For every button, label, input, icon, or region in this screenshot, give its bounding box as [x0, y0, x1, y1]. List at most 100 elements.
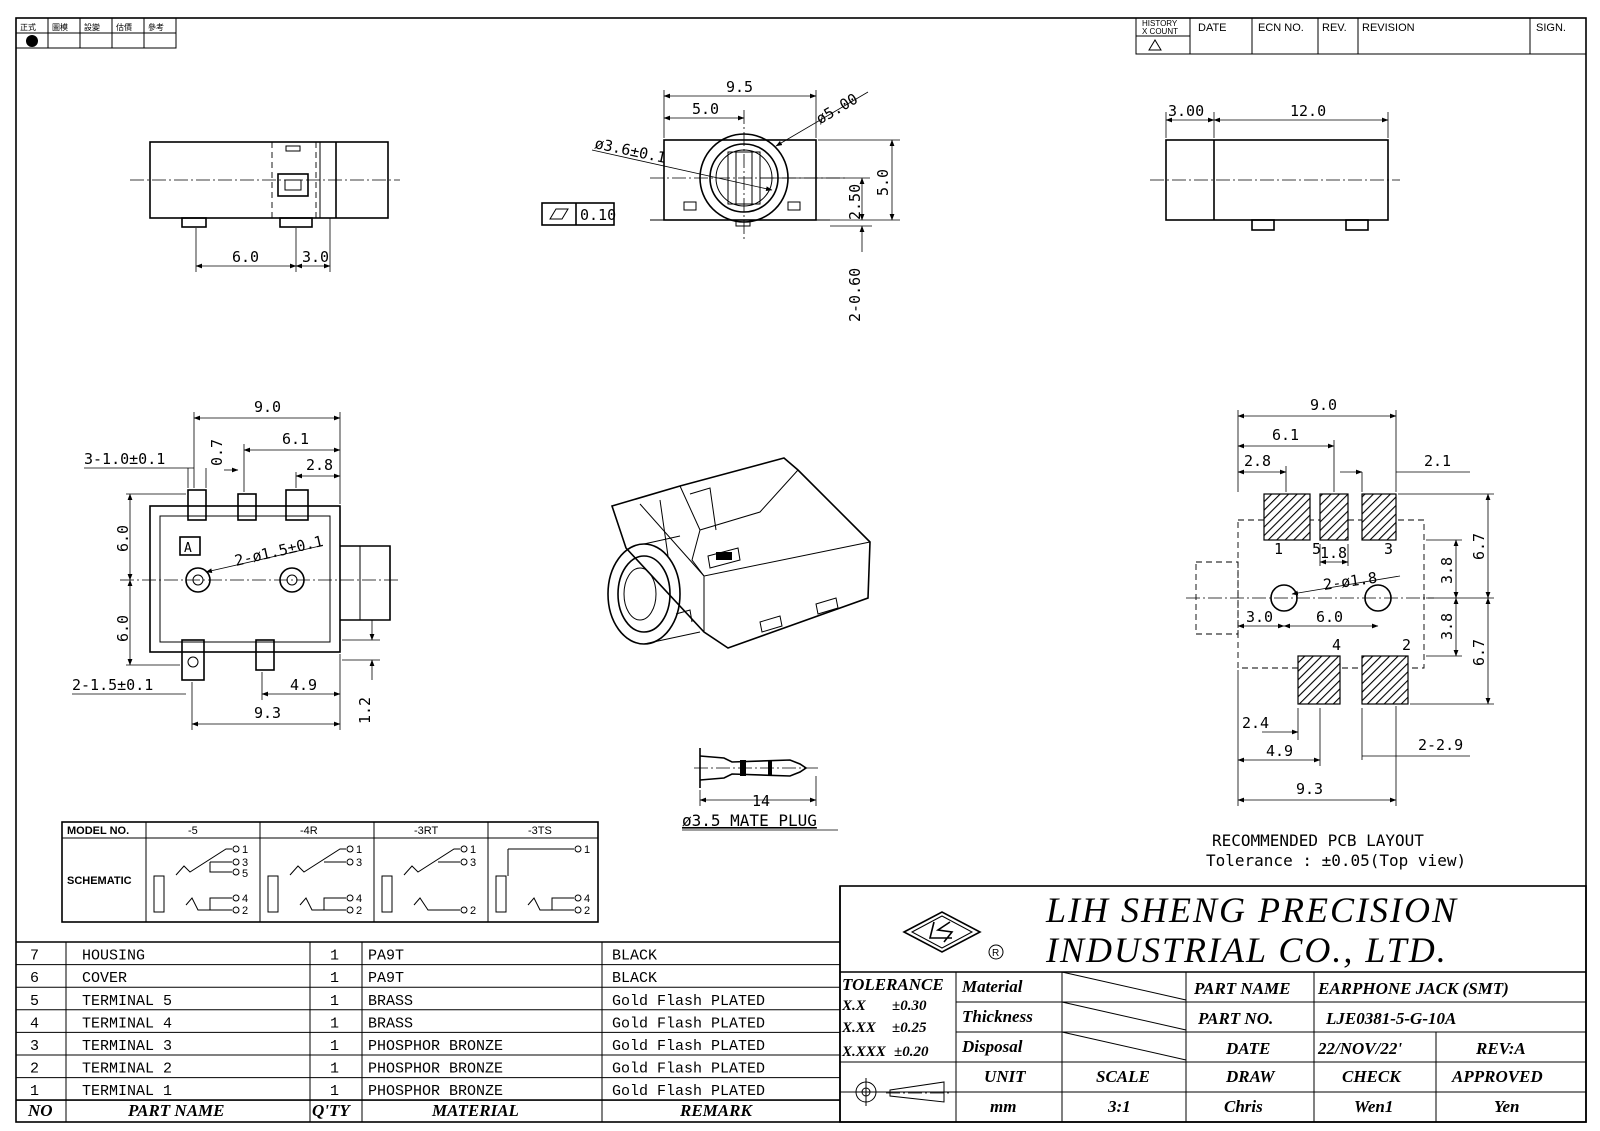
pcb-dim-1-8: 1.8: [1320, 544, 1347, 562]
model-3rt: -3RT: [414, 825, 439, 837]
bom-cell: Gold Flash PLATED: [612, 1083, 765, 1100]
top-dim-2-1-5: 2-1.5±0.1: [72, 676, 153, 694]
sch-3ts-pin-c: 2: [584, 905, 590, 917]
title-block: R LIH SHENG PRECISION INDUSTRIAL CO., LT…: [839, 885, 1587, 1123]
pcb-tolerance: Tolerance : ±0.05(Top view): [1206, 851, 1466, 870]
bom-cell: TERMINAL 5: [82, 993, 172, 1010]
pcb-pad-5: [1319, 493, 1349, 541]
top-dim-4-9: 4.9: [290, 676, 317, 694]
pcb-dim-3-8-upper: 3.8: [1438, 557, 1456, 584]
bom-cell: TERMINAL 4: [82, 1015, 172, 1032]
bom-cell: PA9T: [368, 948, 404, 965]
bom-cell: 1: [330, 970, 339, 987]
bom-cell: TERMINAL 1: [82, 1083, 172, 1100]
end-dim-dia5: ø5.00: [813, 90, 861, 128]
stamp-cell-3: 估價: [116, 22, 132, 32]
approved-value: Yen: [1494, 1097, 1520, 1116]
bom-cell: HOUSING: [82, 948, 145, 965]
date-label: DATE: [1225, 1039, 1270, 1058]
sch-5-pin-a: 1: [242, 844, 248, 856]
draw-value: Chris: [1224, 1097, 1263, 1116]
bom-cell: PHOSPHOR BRONZE: [368, 1038, 503, 1055]
end-view: 9.5 5.0 ø5.00 ø3.6±0.1 5.0 2.50 2-0.60 0…: [541, 78, 900, 322]
pcb-dim-2-4: 2.4: [1242, 714, 1269, 732]
date-value: 22/NOV/22': [1317, 1039, 1402, 1058]
stamp-cell-1: 圖模: [52, 22, 68, 32]
stamp-cell-4: 參考: [148, 22, 164, 32]
revision-header: HISTORY X COUNT DATE ECN NO. REV. REVISI…: [1135, 17, 1587, 55]
part-name-value: EARPHONE JACK (SMT): [1317, 979, 1509, 998]
schematic-table: MODEL NO. SCHEMATIC -5 -4R -3RT -3TS 1 3…: [61, 821, 599, 923]
company-name-line2: INDUSTRIAL CO., LTD.: [1045, 930, 1448, 970]
corner-stamp: 正式 圖模 設變 估價 參考: [15, 17, 177, 49]
model-no-label: MODEL NO.: [67, 825, 129, 837]
history-label: HISTORY: [1142, 19, 1178, 28]
end-dim-2-0-6: 2-0.60: [846, 268, 864, 322]
bom-cell: 1: [330, 1015, 339, 1032]
revision-label: REVISION: [1362, 22, 1415, 34]
company-logo-icon: [902, 911, 982, 953]
pcb-pad-4: [1297, 655, 1341, 705]
sch-3rt-pin-c: 2: [470, 905, 476, 917]
part-name-label: PART NAME: [1193, 979, 1291, 998]
model-4r: -4R: [300, 825, 318, 837]
bom-cell: BRASS: [368, 993, 413, 1010]
bom-cell: 2: [30, 1061, 39, 1078]
check-label: CHECK: [1342, 1067, 1402, 1086]
pcb-dim-6-7-lower: 6.7: [1470, 639, 1488, 666]
bom-cell: 1: [330, 1061, 339, 1078]
tol-xxx-value: ±0.25: [892, 1020, 927, 1036]
pcb-dim-6-7-upper: 6.7: [1470, 533, 1488, 560]
sch-3ts-pin-b: 4: [584, 893, 590, 905]
tol-xxxx-value: ±0.20: [894, 1044, 929, 1060]
sch-4r-pin-d: 2: [356, 905, 362, 917]
bom-cell: 1: [330, 1038, 339, 1055]
sch-3ts-pin-a: 1: [584, 844, 590, 856]
pcb-dim-3-8-lower: 3.8: [1438, 613, 1456, 640]
pcb-pin-2: 2: [1402, 636, 1411, 654]
bom-cell: 1: [330, 993, 339, 1010]
bom-cell: COVER: [82, 970, 127, 987]
pcb-dim-9: 9.0: [1310, 396, 1337, 414]
sch-5-pin-e: 2: [242, 905, 248, 917]
company-name-line1: LIH SHENG PRECISION: [1045, 890, 1458, 930]
material-label: Material: [961, 977, 1023, 996]
ecn-label: ECN NO.: [1258, 22, 1304, 34]
side-dim-12: 12.0: [1290, 102, 1326, 120]
model-5: -5: [188, 825, 198, 837]
part-no-value: LJE0381-5-G-10A: [1325, 1009, 1456, 1028]
bom-cell: PHOSPHOR BRONZE: [368, 1061, 503, 1078]
bom-cell: 4: [30, 1015, 39, 1032]
top-dim-3-1-0: 3-1.0±0.1: [84, 450, 165, 468]
top-dim-0-7: 0.7: [208, 439, 226, 466]
bom-cell: 1: [30, 1083, 39, 1100]
stamp-cell-2: 設變: [84, 22, 100, 32]
pcb-dim-2-2-9: 2-2.9: [1418, 736, 1463, 754]
pcb-dim-2-1: 2.1: [1424, 452, 1451, 470]
bom-cell: Gold Flash PLATED: [612, 1061, 765, 1078]
sheet-border: [15, 17, 1587, 1123]
unit-value: mm: [990, 1097, 1016, 1116]
bom-cell: Gold Flash PLATED: [612, 1038, 765, 1055]
orientation-mark: A: [184, 541, 192, 556]
top-dim-6-1: 6.1: [282, 430, 309, 448]
side-view: 3.00 12.0: [1150, 102, 1400, 231]
tol-xx-value: ±0.30: [892, 998, 927, 1014]
pcb-title: RECOMMENDED PCB LAYOUT: [1212, 831, 1424, 850]
svg-text:R: R: [992, 948, 999, 959]
pcb-dim-2-8: 2.8: [1244, 452, 1271, 470]
top-dim-2-8: 2.8: [306, 456, 333, 474]
mate-plug: 14 ø3.5 MATE PLUG: [682, 748, 838, 831]
bom-cell: BLACK: [612, 970, 657, 987]
bom-header-part-name: PART NAME: [127, 1101, 225, 1120]
bom-header-qty: Q'TY: [312, 1101, 351, 1120]
plug-caption: ø3.5 MATE PLUG: [682, 811, 817, 830]
pcb-pad-2: [1361, 655, 1409, 705]
bom-cell: BLACK: [612, 948, 657, 965]
approved-label: APPROVED: [1451, 1067, 1543, 1086]
pcb-dim-6-1: 6.1: [1272, 426, 1299, 444]
pcb-pin-3: 3: [1384, 540, 1393, 558]
